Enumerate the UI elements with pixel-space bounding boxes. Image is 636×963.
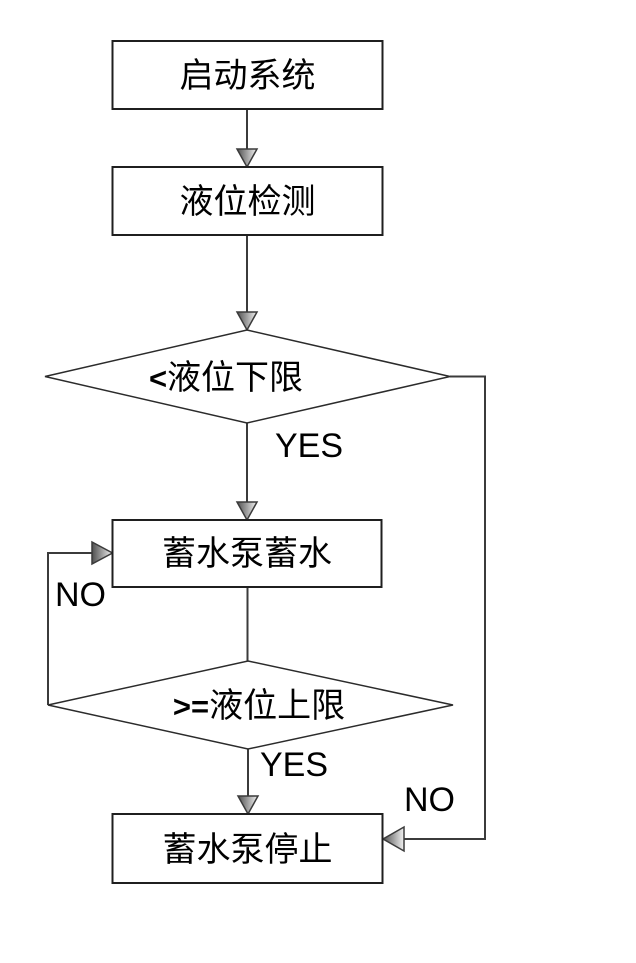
- edge-label-lower-no: NO: [404, 781, 455, 819]
- connectors: [47, 109, 486, 853]
- arrowhead-into-lower-decision-icon: [235, 311, 259, 332]
- decision-nodes: [44, 329, 454, 750]
- arrowhead-into-pump-store-top-icon: [235, 501, 259, 522]
- connector-lower-no-to-pump-stop: [404, 375, 486, 840]
- edge-label-upper-yes: YES: [260, 746, 328, 784]
- decision-upper-label: >=液位上限: [173, 686, 345, 726]
- node-level-detect-label: 液位检测: [180, 182, 316, 222]
- node-pump-store-box: [111, 519, 383, 588]
- edge-label-lower-yes: YES: [275, 427, 343, 465]
- node-pump-store-label: 蓄水泵蓄水: [162, 534, 332, 574]
- node-labels: 启动系统 液位检测 <液位下限 蓄水泵蓄水 >=液位上限 蓄水泵停止: [149, 56, 345, 870]
- arrowhead-into-pump-stop-right-icon: [381, 825, 405, 853]
- decision-lower-diamond: [44, 329, 451, 424]
- arrowhead-into-pump-store-left-icon: [91, 540, 115, 566]
- decision-upper-text: 液位上限: [209, 686, 345, 726]
- node-start-label: 启动系统: [180, 56, 316, 96]
- decision-lower-label: <液位下限: [149, 358, 303, 398]
- node-start-box: [111, 40, 384, 110]
- decision-upper-diamond: [47, 660, 454, 750]
- decision-lower-text: 液位下限: [167, 358, 303, 398]
- node-pump-stop-label: 蓄水泵停止: [163, 830, 333, 870]
- process-nodes: [111, 40, 384, 884]
- edge-label-upper-no: NO: [55, 576, 106, 614]
- decision-upper-operator: >=: [173, 689, 209, 724]
- arrowhead-into-detect-icon: [235, 148, 259, 169]
- node-pump-stop-box: [111, 813, 384, 884]
- node-level-detect-box: [111, 166, 384, 236]
- arrowhead-into-pump-stop-top-icon: [236, 795, 260, 816]
- decision-lower-operator: <: [149, 361, 167, 396]
- connector-upper-no-to-pump-store: [47, 552, 93, 705]
- edge-labels: YES NO YES NO: [55, 427, 455, 819]
